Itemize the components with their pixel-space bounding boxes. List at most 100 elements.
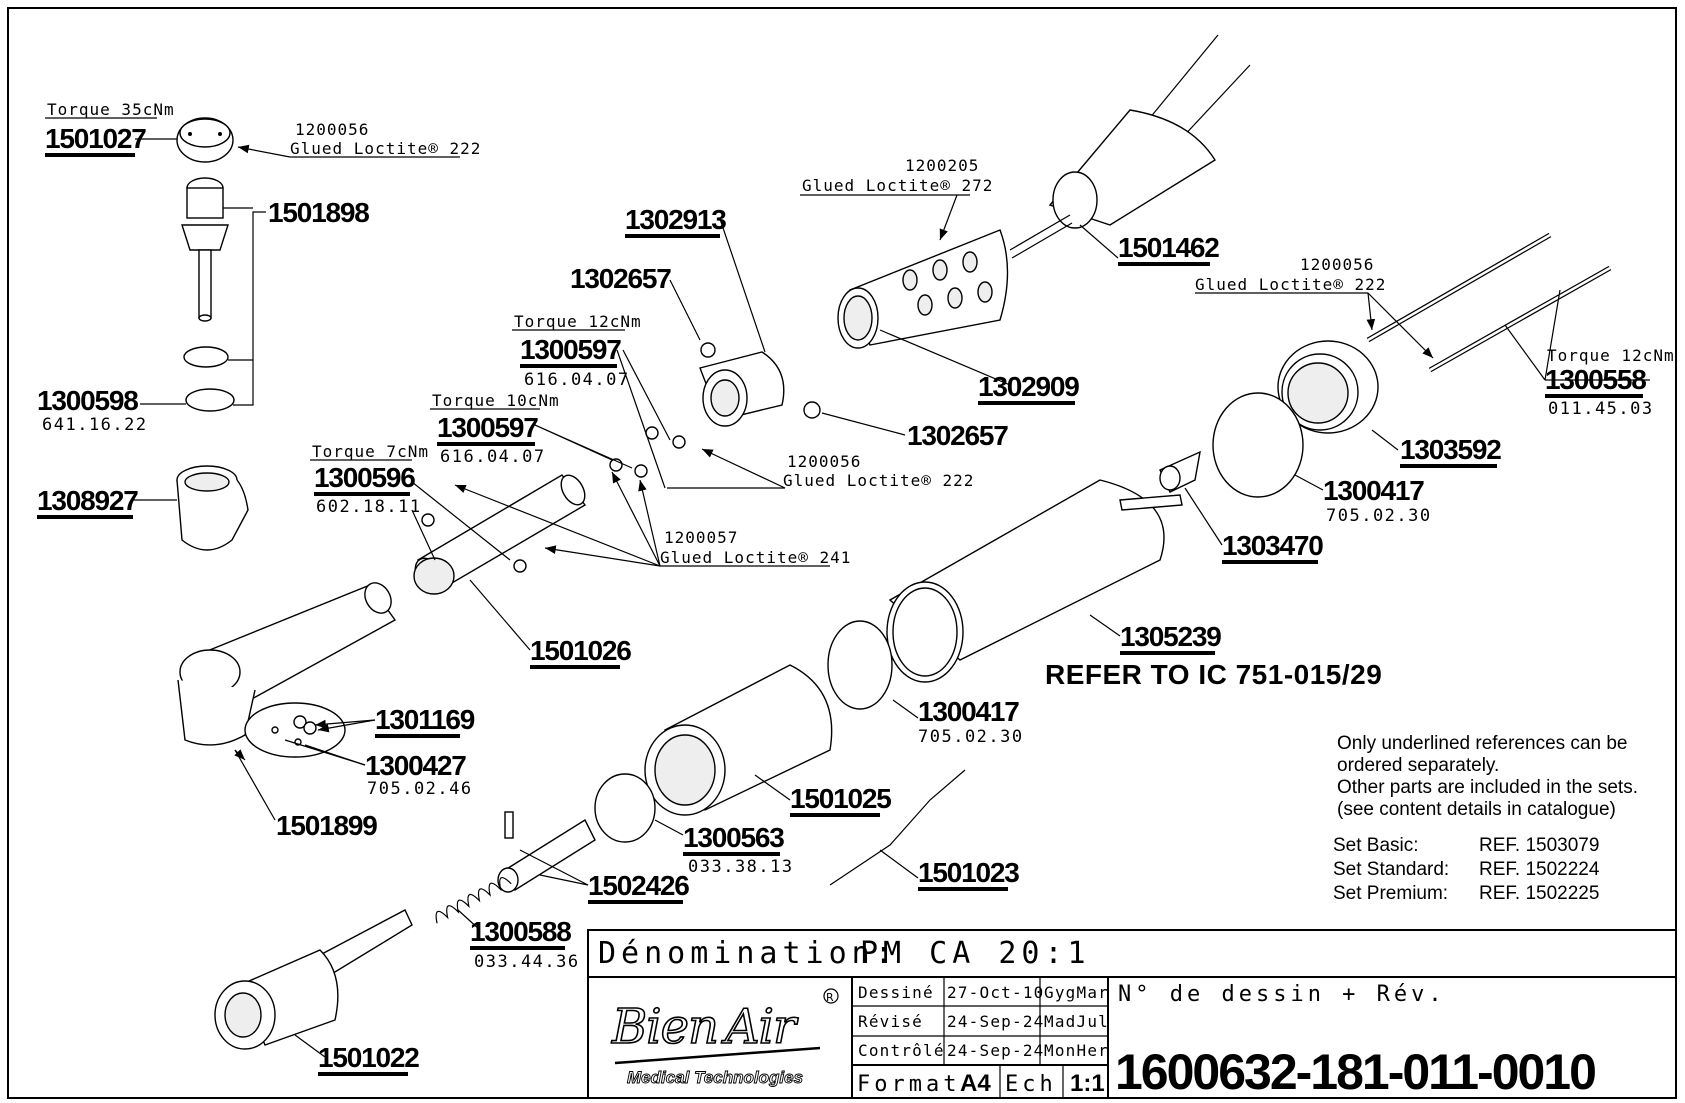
glue-annotation: Glued Loctite® 222: [1195, 275, 1386, 294]
tb-row-date: 24-Sep-24: [947, 1041, 1045, 1060]
set-label: Set Premium:: [1333, 883, 1448, 904]
set-ref: REF. 1502224: [1479, 859, 1600, 880]
grip-sleeve-part: [837, 229, 1009, 349]
note-line: ordered separately.: [1337, 755, 1499, 776]
part-number-1501462: 1501462: [1118, 232, 1219, 263]
part-number-1300417: 1300417: [1323, 475, 1424, 506]
glue-annotation: Glued Loctite® 222: [783, 471, 974, 490]
spray-tube-part: [829, 769, 966, 886]
part-number-1300598: 1300598: [37, 385, 138, 416]
part-number-1501027: 1501027: [45, 123, 146, 154]
svg-text:Medical Technologies: Medical Technologies: [627, 1068, 803, 1087]
drive-shaft-part: [413, 474, 587, 595]
part-sub-ref: 616.04.07: [524, 370, 630, 390]
part-number-1501022: 1501022: [318, 1042, 419, 1073]
part-number-1302657: 1302657: [570, 263, 671, 294]
inner-sleeve-part: [644, 664, 833, 816]
drawing-number: 1600632-181-011-0010: [1115, 1044, 1595, 1100]
part-sub-ref: 602.18.11: [316, 497, 422, 517]
part-number-1305239: 1305239: [1120, 621, 1221, 652]
callout-labels: Torque 35cNm 1501027 1200056 Glued Locti…: [37, 100, 1675, 1076]
part-number-1301169: 1301169: [375, 704, 475, 735]
torque-annotation: Torque 12cNm: [1547, 346, 1675, 365]
ordering-notes: Only underlined references can be ordere…: [1333, 733, 1638, 904]
screws-part: [421, 342, 821, 573]
denomination-value: PM CA 20:1: [860, 936, 1091, 971]
part-number-1300588: 1300588: [470, 916, 571, 947]
part-number-1501899: 1501899: [276, 810, 377, 841]
part-number-1501023: 1501023: [918, 857, 1019, 888]
part-sub-ref: 705.02.30: [1326, 506, 1432, 526]
svg-text:R: R: [826, 991, 834, 1004]
set-ref: REF. 1503079: [1479, 835, 1599, 856]
part-sub-ref: 011.45.03: [1548, 399, 1654, 419]
part-number-1302913: 1302913: [625, 204, 726, 235]
part-number-1303470: 1303470: [1222, 530, 1323, 561]
scale-label: Ech: [1005, 1072, 1057, 1097]
set-label: Set Basic:: [1333, 835, 1419, 856]
part-number-1300417: 1300417: [918, 696, 1019, 727]
part-number-1303592: 1303592: [1400, 434, 1501, 465]
leader-lines: [133, 138, 1650, 1058]
part-number-1302657: 1302657: [907, 420, 1008, 451]
part-number-1501898: 1501898: [268, 197, 369, 228]
glue-annotation: Glued Loctite® 222: [290, 139, 481, 158]
clip-part: [1159, 450, 1201, 493]
rotor-part: [181, 177, 229, 322]
threaded-ring-part: [1277, 340, 1379, 434]
bien-air-logo: Bien Air R Medical Technologies: [610, 988, 839, 1087]
o-ring-large-part: [1212, 392, 1304, 498]
o-ring-part: [185, 388, 235, 412]
rear-drive-part: [214, 909, 413, 1050]
drawing-number-label: N° de dessin + Rév.: [1118, 982, 1446, 1007]
part-sub-ref: 033.44.36: [474, 952, 580, 972]
part-number-1302909: 1302909: [978, 371, 1079, 402]
set-label: Set Standard:: [1333, 859, 1449, 880]
torque-annotation: Torque 7cNm: [312, 442, 429, 461]
tb-row-label: Dessiné: [858, 983, 934, 1002]
note-line: Only underlined references can be: [1337, 733, 1627, 754]
glue-ref-number: 1200056: [295, 120, 369, 139]
part-number-1300596: 1300596: [314, 462, 415, 493]
o-ring-part: [183, 346, 229, 368]
denomination-label: Dénomination:: [598, 936, 898, 971]
exploded-view-parts: [176, 34, 1612, 1050]
glue-ref-number: 1200205: [905, 156, 979, 175]
part-number-1300597: 1300597: [437, 412, 538, 443]
svg-text:Bien: Bien: [611, 999, 718, 1055]
spring-part: [435, 877, 512, 924]
part-number-1501025: 1501025: [790, 783, 891, 814]
torque-annotation: Torque 10cNm: [432, 391, 560, 410]
refer-note: REFER TO IC 751-015/29: [1045, 659, 1382, 690]
tb-row-author: GygMar: [1044, 983, 1109, 1002]
part-sub-ref: 033.38.13: [688, 857, 794, 877]
pin-and-sleeve-part: [497, 811, 596, 893]
format-value: A4: [960, 1070, 991, 1097]
part-number-1300563: 1300563: [683, 822, 784, 853]
glue-ref-number: 1200057: [664, 528, 738, 547]
part-number-1502426: 1502426: [588, 870, 689, 901]
part-number-1300597: 1300597: [520, 334, 621, 365]
torque-annotation: Torque 12cNm: [514, 312, 642, 331]
tb-row-label: Contrôlé: [858, 1041, 945, 1060]
scale-value: 1:1: [1070, 1070, 1105, 1097]
retaining-ring-part: [594, 773, 656, 843]
tb-row-date: 27-Oct-10: [947, 983, 1045, 1002]
part-sub-ref: 641.16.22: [42, 415, 148, 435]
part-sub-ref: 616.04.07: [440, 447, 546, 467]
tb-row-label: Révisé: [858, 1012, 923, 1031]
tb-row-date: 24-Sep-24: [947, 1012, 1045, 1031]
o-ring-medium-part: [827, 620, 893, 710]
cap-part: [176, 117, 234, 163]
part-sub-ref: 705.02.30: [918, 727, 1024, 747]
part-number-1300427: 1300427: [365, 750, 466, 781]
part-number-1308927: 1308927: [37, 485, 138, 516]
coupling-part: [1009, 34, 1251, 259]
contra-angle-head-part: [177, 582, 397, 758]
note-line: (see content details in catalogue): [1337, 799, 1616, 820]
tb-row-author: MadJul: [1044, 1012, 1109, 1031]
part-number-1501026: 1501026: [530, 635, 631, 666]
glue-ref-number: 1200056: [1300, 255, 1374, 274]
glue-annotation: Glued Loctite® 241: [660, 548, 851, 567]
